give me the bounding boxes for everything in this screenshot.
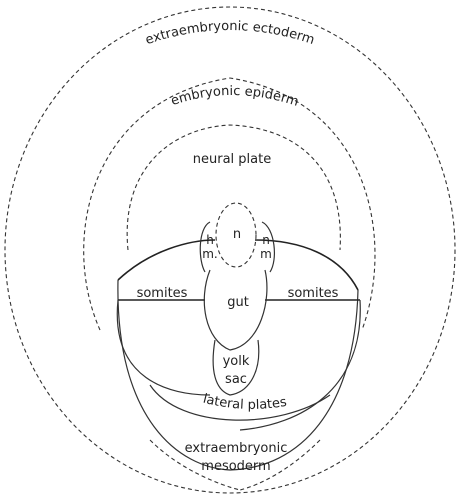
epiderm-boundary <box>83 77 376 331</box>
nm-right-bound <box>261 221 276 273</box>
gut-boundary <box>203 269 268 351</box>
neural-plate-boundary <box>126 124 341 251</box>
lower-right-sweep <box>239 299 361 431</box>
hm-left-bound <box>199 221 211 273</box>
lower-left-sweep <box>116 299 211 396</box>
label-somites-right: somites <box>288 286 339 301</box>
yolk-sac-boundary <box>212 339 260 396</box>
embryo-upper-left <box>117 239 216 281</box>
embryo-upper-right <box>254 239 359 291</box>
outer-boundary <box>4 6 456 494</box>
mesoderm-boundary <box>117 279 359 471</box>
label-extraembryonic-mesoderm-2: mesoderm <box>201 459 270 474</box>
label-neural-plate: neural plate <box>193 152 271 167</box>
label-extraembryonic-ectoderm: extraembryonic ectoderm <box>144 19 317 48</box>
label-yolk: yolk <box>223 354 250 369</box>
lateral-plates-curve <box>149 384 331 421</box>
label-nm-n: n <box>262 233 270 247</box>
label-lateral-plates: lateral plates <box>201 392 288 413</box>
label-notochord-n: n <box>233 227 241 242</box>
label-hm-m: m. <box>202 247 218 261</box>
label-sac: sac <box>225 372 247 387</box>
label-extraembryonic-mesoderm-1: extraembryonic <box>185 441 288 456</box>
label-gut: gut <box>227 295 249 310</box>
label-nm-m: m <box>260 247 272 261</box>
label-hm-h: h <box>206 233 214 247</box>
label-embryonic-epiderm: embryonic epiderm <box>169 84 300 110</box>
notochord-ellipse <box>215 202 257 268</box>
label-somites-left: somites <box>137 286 188 301</box>
bottom-converge-left <box>149 439 241 491</box>
